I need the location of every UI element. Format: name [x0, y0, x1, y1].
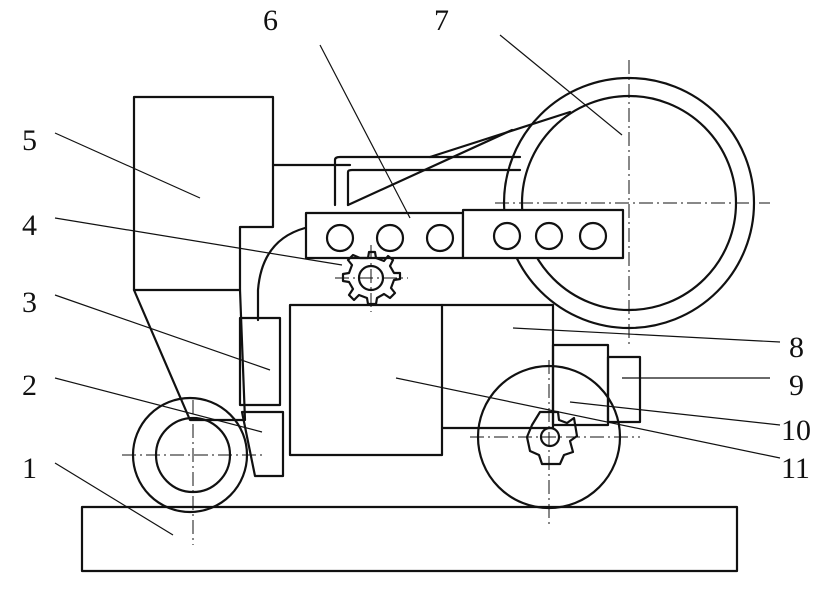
leader-10 [569, 401, 781, 426]
side-pipe [238, 316, 282, 407]
roller-6 [578, 221, 608, 251]
callout-3: 3 [22, 286, 37, 319]
leader-1 [54, 462, 174, 536]
drive-gear [341, 250, 402, 306]
motor-box [288, 303, 444, 457]
callout-7: 7 [434, 4, 449, 37]
pipe-nozzle [240, 410, 285, 478]
front-wheel-axle [539, 426, 561, 448]
belt-lower [346, 128, 514, 207]
curved-hose [256, 226, 307, 322]
belt-upper [428, 110, 572, 159]
callout-10: 10 [781, 414, 811, 447]
callout-2: 2 [22, 369, 37, 402]
roller-3 [425, 223, 455, 253]
roller-1 [325, 223, 355, 253]
roller-frame-right [461, 208, 625, 260]
callout-4: 4 [22, 209, 37, 242]
base-plate [80, 505, 739, 573]
outer-tube [333, 155, 522, 207]
roller-2 [375, 223, 405, 253]
callout-1: 1 [22, 452, 37, 485]
leader-4 [54, 217, 343, 266]
leader-6 [319, 44, 411, 219]
roller-5 [534, 221, 564, 251]
control-knob-housing [606, 355, 642, 424]
callout-9: 9 [789, 369, 804, 402]
inner-tube [346, 168, 522, 207]
leader-2 [54, 377, 263, 433]
leader-11 [395, 377, 781, 459]
front-wheel-hub [525, 410, 579, 466]
leader-5 [54, 132, 201, 199]
leader-8 [512, 327, 781, 343]
callout-6: 6 [263, 4, 278, 37]
leader-3 [54, 294, 271, 371]
callout-11: 11 [781, 452, 810, 485]
roller-4 [492, 221, 522, 251]
callout-8: 8 [789, 331, 804, 364]
leader-7 [499, 34, 623, 136]
callout-5: 5 [22, 124, 37, 157]
hopper-body [132, 95, 275, 292]
